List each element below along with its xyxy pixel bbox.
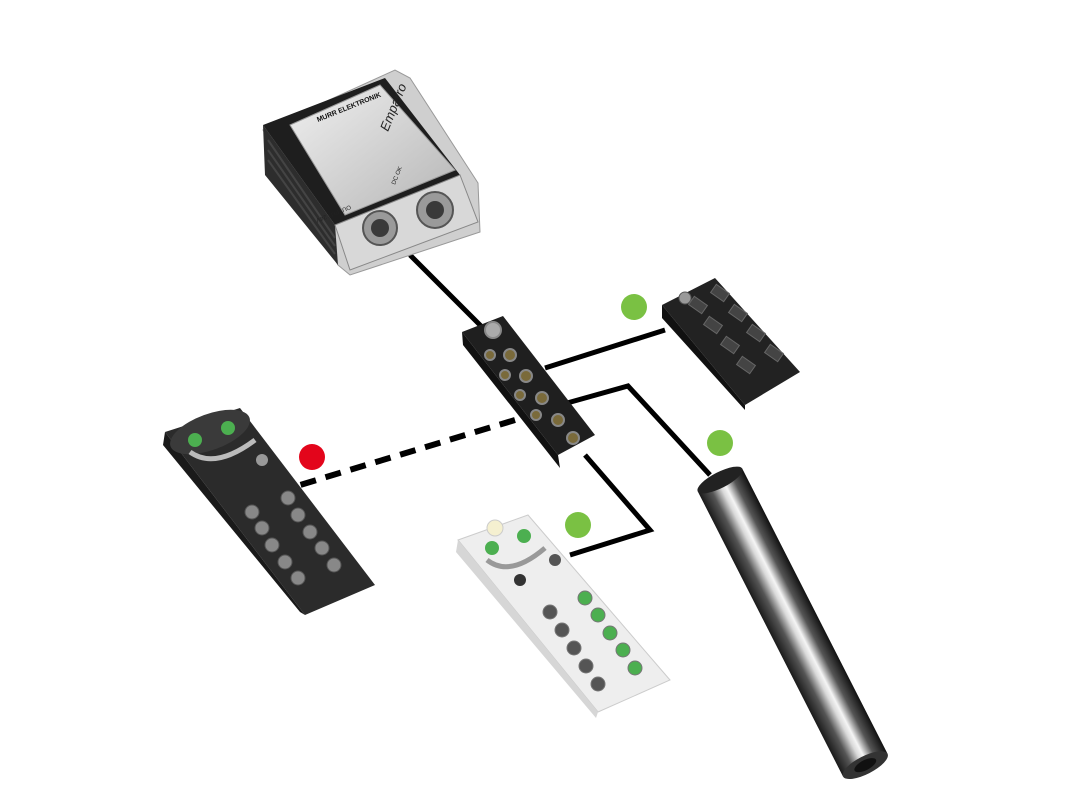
cable-psu-to-distributor [408,253,492,337]
status-indicators [299,294,733,538]
cables [299,253,712,558]
tube-sensor [697,466,888,780]
cable-distributor-to-tube-sensor [559,383,712,477]
power-supply-unit: MURR ELEKTRONIK Emparro OUTPUT 24V DC OK… [262,69,481,276]
passive-distributor-status-dot [621,294,647,320]
tube-sensor-status-dot [707,430,733,456]
cable-distributor-to-white-module [569,453,655,558]
cable-distributor-to-black-module-dashed [299,417,516,488]
black-io-module-status-dot [299,444,325,470]
white-io-module [456,514,671,718]
white-io-module-status-dot [565,512,591,538]
central-distributor [462,316,595,468]
cable-distributor-to-passive-box [544,327,666,371]
black-module-green-connector-1 [188,433,202,447]
white-module-green-connector-2 [517,529,531,543]
black-io-module [163,408,375,615]
black-module-green-connector-2 [221,421,235,435]
passive-distributor-box [662,278,800,410]
white-module-green-connector-1 [485,541,499,555]
